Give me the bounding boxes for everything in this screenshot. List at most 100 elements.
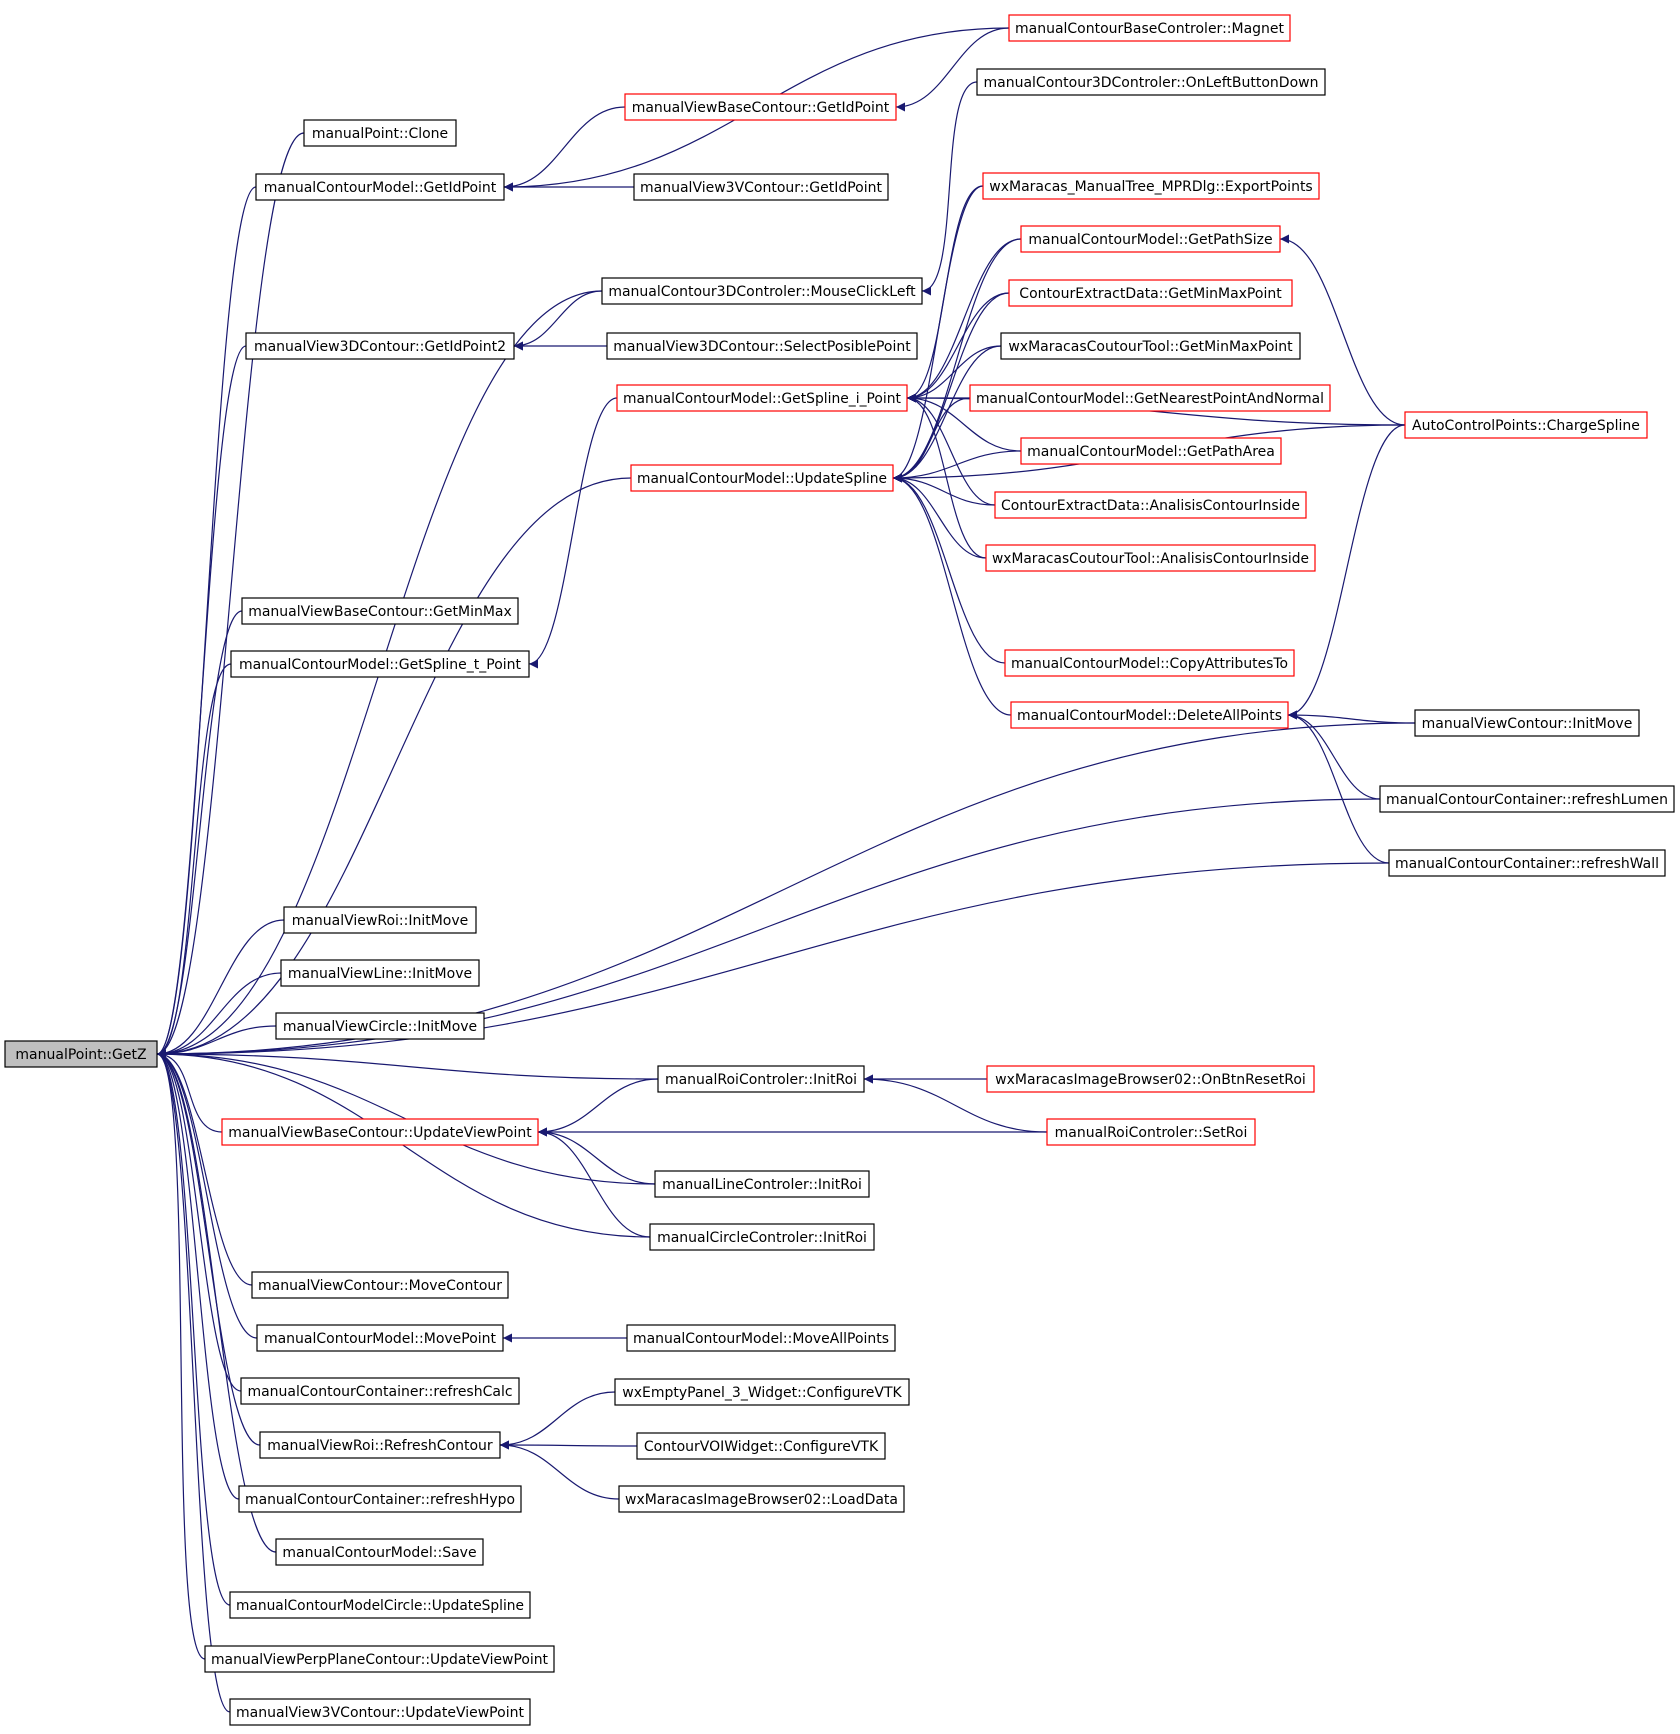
node-v3v_getidpoint[interactable]: manualView3VContour::GetIdPoint: [633, 173, 889, 201]
edge-vbc_updateviewpoint-to-root: [156, 1049, 223, 1133]
edge-linec_initroi-to-vbc_updateviewpoint: [537, 1127, 656, 1185]
node-cc_refreshlumen[interactable]: manualContourContainer::refreshLumen: [1379, 785, 1675, 813]
node-cm_getpathsize[interactable]: manualContourModel::GetPathSize: [1020, 225, 1281, 253]
node-label: manualContourModel::MoveAllPoints: [633, 1331, 889, 1347]
node-root[interactable]: manualPoint::GetZ: [4, 1040, 158, 1068]
node-wxib_onbtnresetroi[interactable]: wxMaracasImageBrowser02::OnBtnResetRoi: [986, 1065, 1315, 1093]
node-wxct_getminmaxpoint[interactable]: wxMaracasCoutourTool::GetMinMaxPoint: [1000, 332, 1301, 360]
node-label: manualContourContainer::refreshLumen: [1386, 792, 1668, 808]
node-label: manualContourContainer::refreshCalc: [247, 1384, 512, 1400]
node-box: [969, 384, 1331, 412]
node-vc_movecontour[interactable]: manualViewContour::MoveContour: [251, 1271, 509, 1299]
node-label: manualViewRoi::InitMove: [292, 913, 469, 929]
edge-ced_getminmaxpoint-to-cm_getspline_i: [906, 292, 1010, 403]
node-v3d_getidpoint2[interactable]: manualView3DContour::GetIdPoint2: [245, 332, 515, 360]
node-cm_save[interactable]: manualContourModel::Save: [275, 1538, 484, 1566]
node-label: manualContourModel::GetNearestPointAndNo…: [976, 391, 1324, 407]
node-cm_getidpoint[interactable]: manualContourModel::GetIdPoint: [255, 173, 505, 201]
node-box: [654, 1170, 870, 1198]
node-label: manualViewBaseContour::GetIdPoint: [632, 100, 890, 116]
node-cc_refreshcalc[interactable]: manualContourContainer::refreshCalc: [240, 1377, 520, 1405]
node-box: [976, 68, 1326, 96]
node-box: [229, 1591, 531, 1619]
edge-cm_getidpoint-to-root: [156, 186, 257, 1059]
edge-cm_save-to-root: [156, 1049, 277, 1553]
edge-vc_initmove-to-root: [156, 722, 1416, 1059]
node-roic_initroi[interactable]: manualRoiControler::InitRoi: [657, 1065, 865, 1093]
edge-roic_initroi-to-root: [156, 1049, 659, 1080]
node-box: [1404, 411, 1648, 439]
node-vbc_getminmax[interactable]: manualViewBaseContour::GetMinMax: [241, 597, 519, 625]
node-v3v_updateviewpoint[interactable]: manualView3VContour::UpdateViewPoint: [229, 1698, 531, 1726]
edge-cm_deleteallpoints-to-cm_updatespline: [892, 473, 1012, 716]
node-label: manualContourModel::MovePoint: [264, 1331, 497, 1347]
node-box: [614, 1378, 910, 1406]
node-box: [221, 1118, 539, 1146]
node-wxct_analisis[interactable]: wxMaracasCoutourTool::AnalisisContourIns…: [985, 544, 1316, 572]
edge-wxct_analisis-to-cm_getspline_i: [906, 393, 987, 559]
node-wxep_configurevtk[interactable]: wxEmptyPanel_3_Widget::ConfigureVTK: [614, 1378, 910, 1406]
node-linec_initroi[interactable]: manualLineControler::InitRoi: [654, 1170, 870, 1198]
node-box: [616, 384, 908, 412]
edge-acp_chargespline-to-cm_deleteallpoints: [1287, 424, 1406, 720]
node-vline_initmove[interactable]: manualViewLine::InitMove: [280, 959, 480, 987]
node-box: [241, 597, 519, 625]
node-vc_initmove[interactable]: manualViewContour::InitMove: [1414, 709, 1640, 737]
node-vroi_refreshcontour[interactable]: manualViewRoi::RefreshContour: [259, 1431, 501, 1459]
node-cm_getspline_i[interactable]: manualContourModel::GetSpline_i_Point: [616, 384, 908, 412]
node-cvoi_configurevtk[interactable]: ContourVOIWidget::ConfigureVTK: [636, 1432, 886, 1460]
node-label: manualContourModel::UpdateSpline: [637, 471, 887, 487]
node-box: [283, 906, 477, 934]
node-cc_refreshhypo[interactable]: manualContourContainer::refreshHypo: [238, 1485, 522, 1513]
node-wxib_loaddata[interactable]: wxMaracasImageBrowser02::LoadData: [618, 1485, 905, 1513]
node-cm_getnearest[interactable]: manualContourModel::GetNearestPointAndNo…: [969, 384, 1331, 412]
node-cmc_updatespline[interactable]: manualContourModelCircle::UpdateSpline: [229, 1591, 531, 1619]
node-cbc_magnet[interactable]: manualContourBaseControler::Magnet: [1008, 14, 1291, 42]
edge-vbc_getminmax-to-root: [156, 610, 243, 1059]
node-cm_deleteallpoints[interactable]: manualContourModel::DeleteAllPoints: [1010, 701, 1289, 729]
edge-wxep_configurevtk-to-vroi_refreshcontour: [499, 1391, 616, 1450]
node-label: manualContourModel::GetPathSize: [1028, 232, 1272, 248]
node-cm_getspline_t[interactable]: manualContourModel::GetSpline_t_Point: [230, 650, 530, 678]
edge-cm_getnearest-to-cm_updatespline: [892, 397, 971, 483]
node-c3d_onleftbuttondown[interactable]: manualContour3DControler::OnLeftButtonDo…: [976, 68, 1326, 96]
node-cc_refreshwall[interactable]: manualContourContainer::refreshWall: [1388, 849, 1666, 877]
node-label: manualViewContour::InitMove: [1422, 716, 1633, 732]
node-v3d_selectposible[interactable]: manualView3DContour::SelectPosiblePoint: [606, 332, 918, 360]
node-vbc_updateviewpoint[interactable]: manualViewBaseContour::UpdateViewPoint: [221, 1118, 539, 1146]
edge-cm_getpatharea-to-cm_updatespline: [892, 450, 1022, 483]
node-circlec_initroi[interactable]: manualCircleControler::InitRoi: [649, 1223, 875, 1251]
node-label: manualViewRoi::RefreshContour: [267, 1438, 493, 1454]
node-cm_updatespline[interactable]: manualContourModel::UpdateSpline: [630, 464, 894, 492]
node-cm_copyattributes[interactable]: manualContourModel::CopyAttributesTo: [1004, 649, 1295, 677]
node-box: [259, 1431, 501, 1459]
edge-vroi_initmove-to-root: [156, 919, 285, 1059]
edge-cm_getpatharea-to-cm_getspline_i: [906, 393, 1022, 452]
node-label: manualContourModel::DeleteAllPoints: [1017, 708, 1282, 724]
node-wxmt_exportpoints[interactable]: wxMaracas_ManualTree_MPRDlg::ExportPoint…: [982, 172, 1320, 200]
node-ced_getminmaxpoint[interactable]: ContourExtractData::GetMinMaxPoint: [1008, 279, 1293, 307]
edge-cbc_magnet-to-vbc_getidpoint: [895, 27, 1010, 112]
node-c3d_mouseclickleft[interactable]: manualContour3DControler::MouseClickLeft: [601, 277, 923, 305]
node-box: [229, 1698, 531, 1726]
node-ced_analisis[interactable]: ContourExtractData::AnalisisContourInsid…: [994, 491, 1307, 519]
edge-v3v_updateviewpoint-to-root: [156, 1049, 231, 1713]
node-label: ContourExtractData::AnalisisContourInsid…: [1001, 498, 1300, 514]
node-box: [1020, 437, 1282, 465]
node-cm_getpatharea[interactable]: manualContourModel::GetPathArea: [1020, 437, 1282, 465]
node-mp_clone[interactable]: manualPoint::Clone: [303, 119, 457, 147]
node-label: manualViewPerpPlaneContour::UpdateViewPo…: [211, 1652, 548, 1668]
node-label: manualContourBaseControler::Magnet: [1015, 21, 1285, 37]
node-roic_setroi[interactable]: manualRoiControler::SetRoi: [1046, 1118, 1256, 1146]
node-vbc_getidpoint[interactable]: manualViewBaseContour::GetIdPoint: [624, 93, 897, 121]
node-vcircle_initmove[interactable]: manualViewCircle::InitMove: [275, 1012, 485, 1040]
node-label: manualContourModel::GetSpline_i_Point: [623, 391, 902, 407]
node-cm_moveallpoints[interactable]: manualContourModel::MoveAllPoints: [626, 1324, 896, 1352]
edge-c3d_mouseclickleft-to-v3d_getidpoint2: [513, 290, 603, 351]
edge-c3d_onleftbuttondown-to-c3d_mouseclickleft: [921, 81, 978, 296]
node-acp_chargespline[interactable]: AutoControlPoints::ChargeSpline: [1404, 411, 1648, 439]
node-cm_movepoint[interactable]: manualContourModel::MovePoint: [256, 1324, 504, 1352]
node-vpp_updateviewpoint[interactable]: manualViewPerpPlaneContour::UpdateViewPo…: [204, 1645, 555, 1673]
node-vroi_initmove[interactable]: manualViewRoi::InitMove: [283, 906, 477, 934]
